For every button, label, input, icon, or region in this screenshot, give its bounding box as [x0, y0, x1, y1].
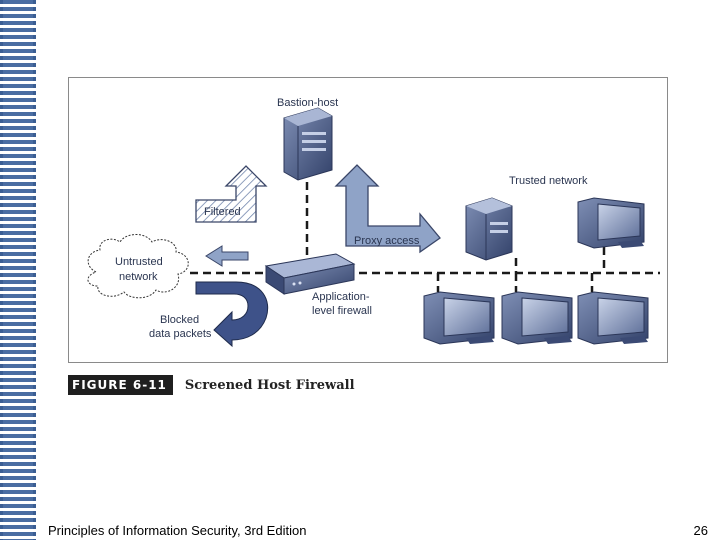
figure-number: FIGURE 6-11: [68, 375, 173, 395]
untrusted-network-cloud-icon: [87, 234, 189, 299]
figure-title: Screened Host Firewall: [184, 377, 355, 393]
proxy-access-label: Proxy access: [354, 235, 420, 247]
application-firewall-label-line2: level firewall: [312, 305, 372, 317]
blocked-label-line2: data packets: [149, 328, 212, 340]
footer-book-title: Principles of Information Security, 3rd …: [48, 523, 307, 538]
application-firewall-label-line1: Application-: [312, 291, 370, 303]
filtered-arrow: [195, 165, 268, 223]
untrusted-traffic-arrow: [205, 245, 249, 267]
untrusted-network-label-line2: network: [119, 271, 158, 283]
workstation-icon: [501, 291, 573, 345]
bastion-host-label: Bastion-host: [277, 97, 338, 109]
blocked-packets-arrow: [195, 281, 269, 348]
workstation-icon: [423, 291, 495, 345]
workstation-icon: [577, 197, 645, 249]
page-number: 26: [693, 523, 708, 538]
filtered-label: Filtered: [204, 206, 241, 218]
figure-caption: FIGURE 6-11 Screened Host Firewall: [68, 374, 355, 396]
trusted-network-label: Trusted network: [509, 175, 588, 187]
blocked-label-line1: Blocked: [160, 314, 199, 326]
application-firewall-device-icon: [264, 253, 356, 295]
proxy-access-arrow: [334, 164, 441, 254]
trusted-server-icon: [465, 197, 513, 261]
bastion-host-server-icon: [283, 107, 333, 181]
workstation-icon: [577, 291, 649, 345]
decorative-stripe-bar: [0, 0, 36, 540]
untrusted-network-label-line1: Untrusted: [115, 256, 163, 268]
